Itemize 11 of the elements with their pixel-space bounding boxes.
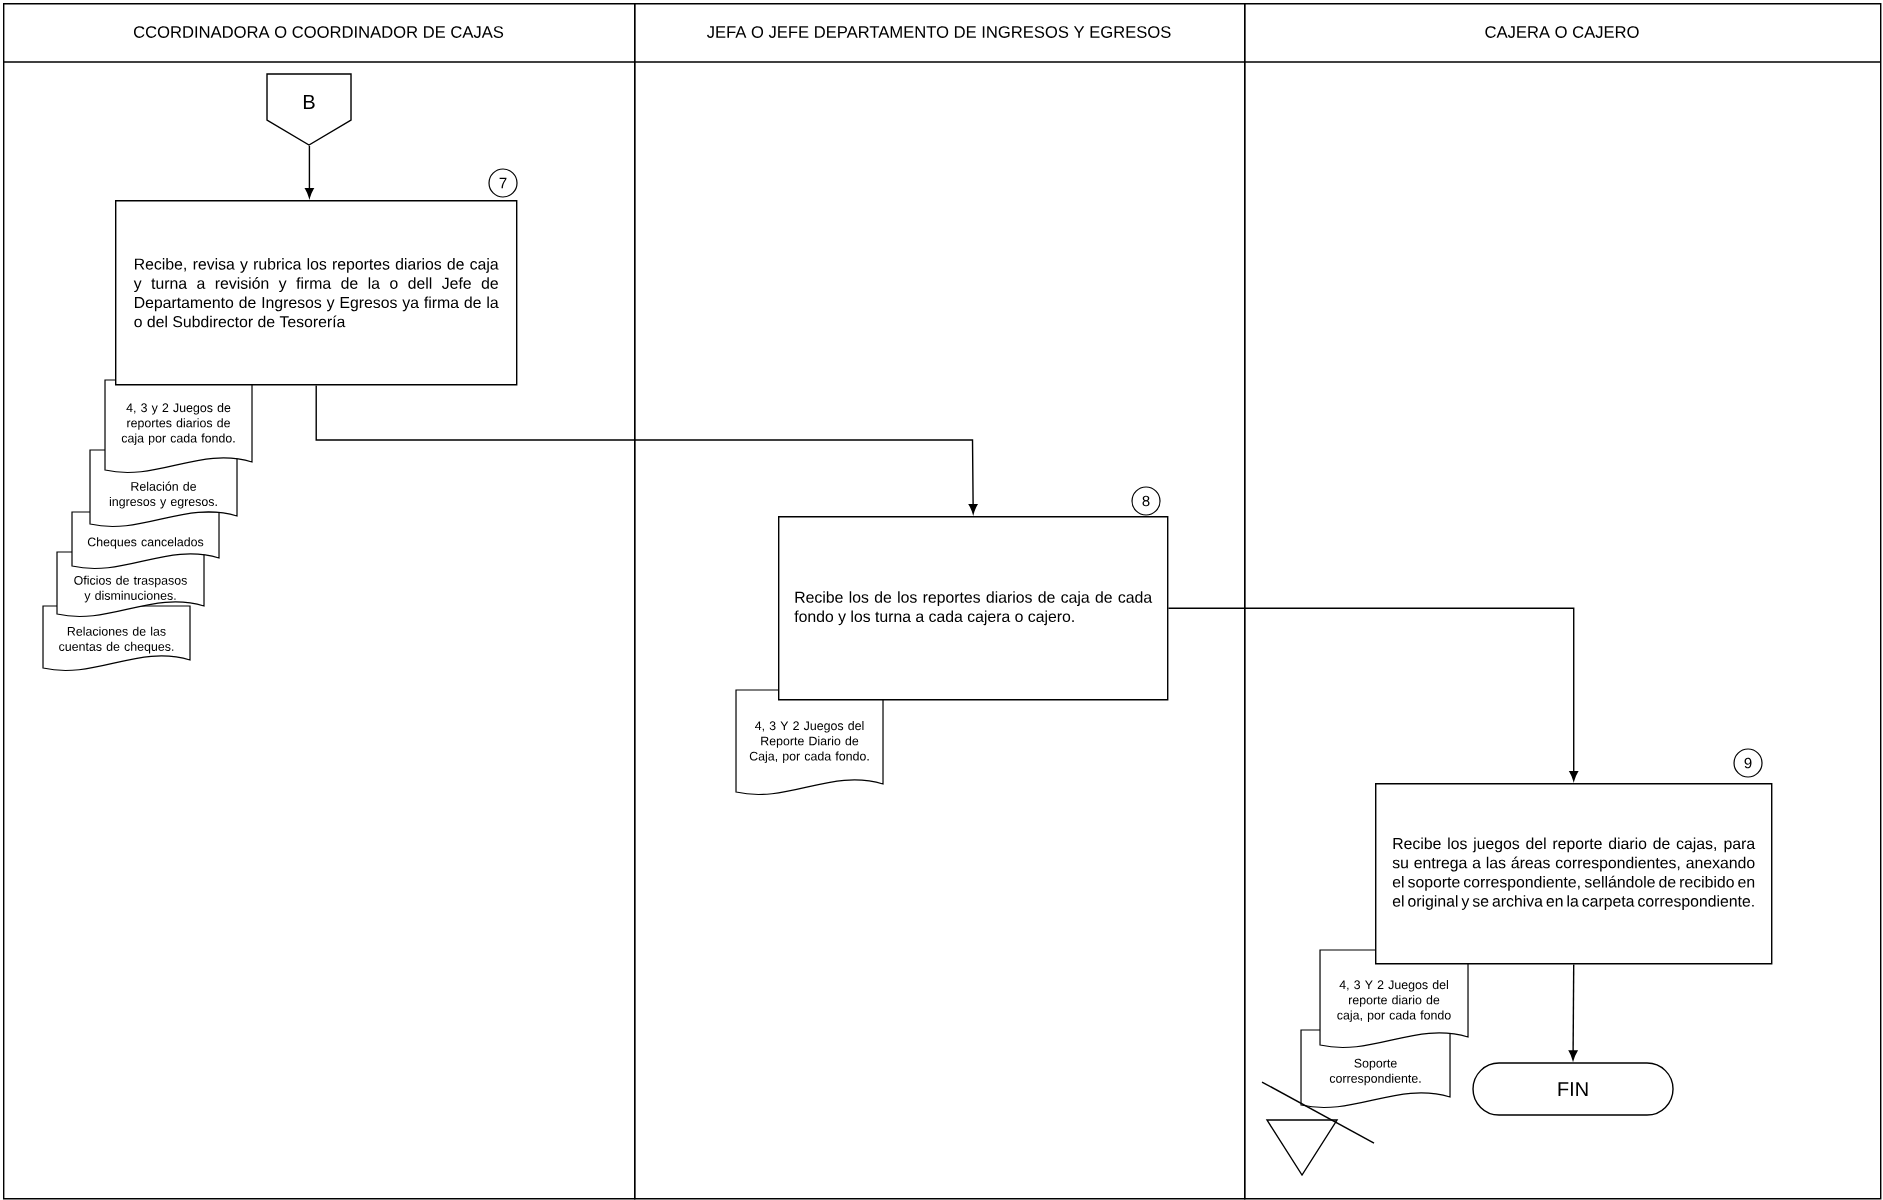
step-number: 8 xyxy=(1131,486,1161,516)
arrow xyxy=(305,145,314,199)
arrow xyxy=(1568,963,1578,1061)
lane-heading: JEFA O JEFE DEPARTAMENTO DE INGRESOS Y EGRESOS xyxy=(706,26,1171,38)
arrow xyxy=(315,384,978,515)
arrow xyxy=(1167,607,1579,782)
off-page-connector: B xyxy=(266,73,352,146)
lane-heading: CCORDINADORA O COORDINADOR DE CAJAS xyxy=(133,26,504,38)
step-number: 7 xyxy=(488,168,518,198)
step-number: 9 xyxy=(1733,748,1763,778)
lane-heading: CAJERA O CAJERO xyxy=(1485,26,1639,38)
